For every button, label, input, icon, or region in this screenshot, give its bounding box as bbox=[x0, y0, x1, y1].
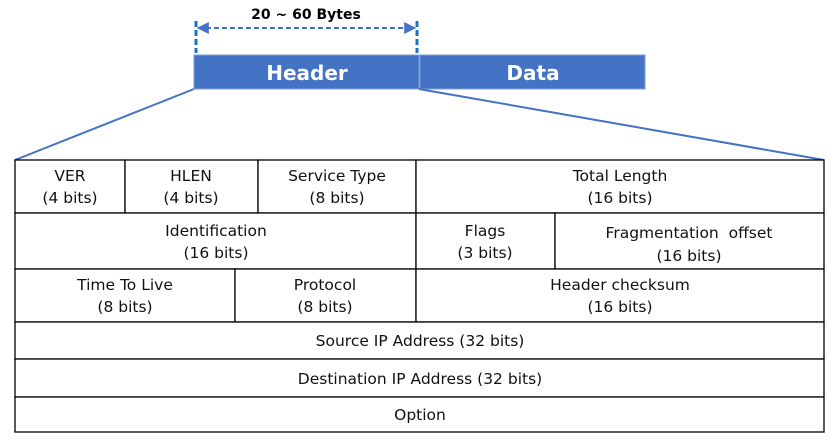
field-header-checksum bbox=[415, 268, 825, 323]
field-total-length bbox=[415, 159, 825, 214]
field-source-ip bbox=[14, 321, 825, 360]
protocol-bits: (8 bits) bbox=[297, 298, 352, 316]
flags-label: Flags bbox=[465, 222, 506, 240]
zoom-line-right bbox=[418, 88, 825, 161]
header-checksum-label: Header checksum bbox=[550, 276, 690, 294]
header-label: Header bbox=[266, 61, 348, 85]
field-flags bbox=[415, 212, 556, 270]
header-table: VER (4 bits) HLEN (4 bits) Service Type … bbox=[14, 159, 825, 433]
hlen-bits: (4 bits) bbox=[163, 189, 218, 207]
header-checksum-bits: (16 bits) bbox=[587, 298, 652, 316]
total-length-bits: (16 bits) bbox=[587, 189, 652, 207]
data-label: Data bbox=[506, 61, 559, 85]
service-type-bits: (8 bits) bbox=[309, 189, 364, 207]
service-type-label: Service Type bbox=[288, 167, 386, 185]
protocol-label: Protocol bbox=[294, 276, 356, 294]
zoom-line-left bbox=[14, 88, 195, 161]
total-length-label: Total Length bbox=[572, 167, 668, 185]
field-fragmentation-offset bbox=[554, 212, 825, 270]
ver-label: VER bbox=[54, 167, 85, 185]
identification-label: Identification bbox=[165, 222, 267, 240]
field-identification bbox=[14, 212, 417, 270]
data-block bbox=[419, 54, 646, 90]
hlen-label: HLEN bbox=[170, 167, 212, 185]
fragmentation-offset-bits: (16 bits) bbox=[656, 247, 721, 265]
option-label: Option bbox=[394, 406, 446, 424]
fragmentation-offset-label: Fragmentation offset bbox=[606, 224, 773, 242]
destination-ip-label: Destination IP Address (32 bits) bbox=[298, 370, 542, 388]
flags-bits: (3 bits) bbox=[457, 244, 512, 262]
source-ip-label: Source IP Address (32 bits) bbox=[316, 332, 525, 350]
ver-bits: (4 bits) bbox=[42, 189, 97, 207]
field-service-type bbox=[257, 159, 417, 214]
identification-bits: (16 bits) bbox=[183, 244, 248, 262]
field-protocol bbox=[234, 268, 417, 323]
field-option bbox=[14, 396, 825, 433]
ttl-bits: (8 bits) bbox=[97, 298, 152, 316]
header-block bbox=[193, 54, 420, 90]
ttl-label: Time To Live bbox=[76, 276, 173, 294]
header-size-label: 20 ~ 60 Bytes bbox=[251, 7, 361, 23]
field-destination-ip bbox=[14, 358, 825, 398]
